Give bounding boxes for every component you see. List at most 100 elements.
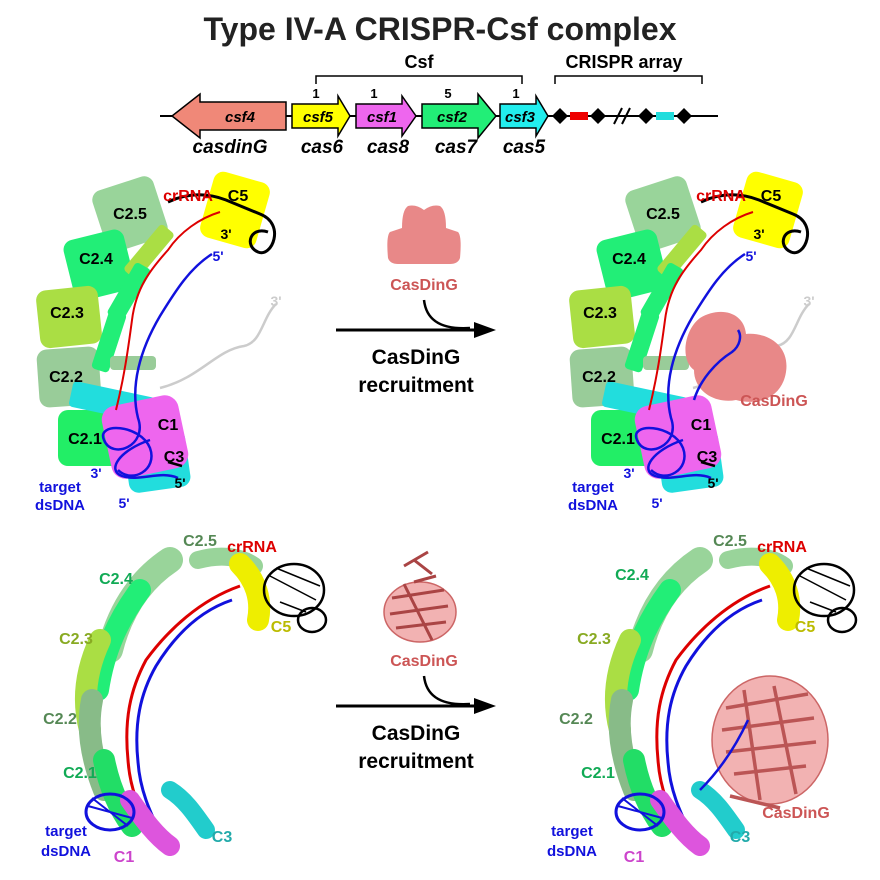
label-c21: C2.1 xyxy=(63,765,97,782)
label-dsdna: dsDNA xyxy=(41,843,91,860)
label-c23: C2.3 xyxy=(577,631,611,648)
cartoon-before: C2.5 C2.4 C2.3 C2.2 C2.1 C5 C1 C3 crRNA … xyxy=(33,167,282,514)
gene-alias: cas7 xyxy=(435,137,479,158)
label-crrna: crRNA xyxy=(757,539,807,556)
label-c3: C3 xyxy=(212,829,233,846)
casding-shape xyxy=(387,205,461,264)
label-c24: C2.4 xyxy=(79,251,113,268)
label-target: target xyxy=(572,479,614,496)
label-casdinG: CasDinG xyxy=(372,346,461,369)
label-dsdna: dsDNA xyxy=(547,843,597,860)
gene-arrow-csf5 xyxy=(291,93,351,139)
label-casdinG: CasDinG xyxy=(762,805,830,822)
gene-arrow-csf2 xyxy=(421,91,497,141)
gene-name: csf4 xyxy=(225,109,256,126)
label-three-prime: 3' xyxy=(270,293,281,309)
label-three-prime: 3' xyxy=(623,465,634,481)
gene-alias: cas6 xyxy=(301,137,344,158)
gene-alias: cas5 xyxy=(503,137,546,158)
label-c5: C5 xyxy=(228,188,249,205)
spacer-box xyxy=(570,112,588,120)
structure-after: C2.5 C2.4 C2.3 C2.2 C2.1 C5 C1 C3 crRNA … xyxy=(547,533,858,866)
label-c23: C2.3 xyxy=(583,305,617,322)
gene-name: csf1 xyxy=(367,109,397,126)
label-c3: C3 xyxy=(697,449,718,466)
gene-copies: 5 xyxy=(444,86,451,101)
label-target: target xyxy=(39,479,81,496)
label-c5: C5 xyxy=(271,619,292,636)
gene-name: csf5 xyxy=(303,109,334,126)
figure-title: Type IV-A CRISPR-Csf complex xyxy=(204,11,677,47)
label-c1: C1 xyxy=(624,849,645,866)
crispr-array xyxy=(552,107,692,125)
gene-alias: casdinG xyxy=(193,137,268,158)
repeat-diamond xyxy=(676,108,692,124)
label-c21: C2.1 xyxy=(68,431,102,448)
repeat-diamond xyxy=(590,108,606,124)
label-c1: C1 xyxy=(114,849,135,866)
label-casdinG: CasDinG xyxy=(372,722,461,745)
label-c22: C2.2 xyxy=(582,369,616,386)
recruitment-step-bottom: CasDinG CasDinG recruitment xyxy=(336,550,496,773)
label-c25: C2.5 xyxy=(183,533,217,550)
label-c1: C1 xyxy=(691,417,712,434)
label-dsdna: dsDNA xyxy=(35,497,85,514)
label-c23: C2.3 xyxy=(59,631,93,648)
label-dsdna: dsDNA xyxy=(568,497,618,514)
label-recruitment: recruitment xyxy=(358,374,474,397)
label-target: target xyxy=(45,823,87,840)
label-c22: C2.2 xyxy=(559,711,593,728)
label-five-prime: 5' xyxy=(174,475,185,491)
repeat-diamond xyxy=(638,108,654,124)
recruitment-step-top: CasDinG CasDinG recruitment xyxy=(336,205,496,397)
casding-structure xyxy=(383,550,457,643)
gene-alias: cas8 xyxy=(367,137,410,158)
crispr-array-label: CRISPR array xyxy=(565,52,682,72)
repeat-diamond xyxy=(552,108,568,124)
structure-before: C2.5 C2.4 C2.3 C2.2 C2.1 C5 C1 C3 crRNA … xyxy=(41,533,328,866)
gene-name: csf2 xyxy=(437,109,468,126)
label-c21: C2.1 xyxy=(601,431,635,448)
gene-copies: 1 xyxy=(312,86,319,101)
label-crrna: crRNA xyxy=(696,188,746,205)
label-three-prime: 3' xyxy=(803,293,814,309)
label-crrna: crRNA xyxy=(227,539,277,556)
gene-arrow-csf4 xyxy=(170,92,287,140)
label-five-prime: 5' xyxy=(707,475,718,491)
spacer-box xyxy=(656,112,674,120)
label-casdinG: CasDinG xyxy=(740,393,808,410)
cartoon-after: C2.5 C2.4 C2.3 C2.2 C2.1 C5 C1 C3 crRNA … xyxy=(566,167,815,514)
label-c5: C5 xyxy=(761,188,782,205)
label-crrna: crRNA xyxy=(163,188,213,205)
label-c21: C2.1 xyxy=(581,765,615,782)
label-c25: C2.5 xyxy=(713,533,747,550)
label-c24: C2.4 xyxy=(615,567,649,584)
label-recruitment: recruitment xyxy=(358,750,474,773)
label-c3: C3 xyxy=(164,449,185,466)
label-target: target xyxy=(551,823,593,840)
label-c24: C2.4 xyxy=(99,571,133,588)
casding-structure-bound xyxy=(711,675,829,810)
label-three-prime: 3' xyxy=(753,226,764,242)
label-c22: C2.2 xyxy=(49,369,83,386)
label-c25: C2.5 xyxy=(646,206,680,223)
operon-map: Csf CRISPR array csf4 csf5 csf1 csf2 csf… xyxy=(160,52,718,158)
gene-arrow-csf1 xyxy=(355,93,417,139)
break-mark xyxy=(613,107,631,125)
label-c22: C2.2 xyxy=(43,711,77,728)
label-three-prime: 3' xyxy=(90,465,101,481)
csf-group-label: Csf xyxy=(404,52,434,72)
label-casdinG: CasDinG xyxy=(390,277,458,294)
label-five-prime: 5' xyxy=(651,495,662,511)
label-c24: C2.4 xyxy=(612,251,646,268)
gene-arrow-csf3 xyxy=(499,93,549,139)
label-c23: C2.3 xyxy=(50,305,84,322)
gene-name: csf3 xyxy=(505,109,536,126)
casding-shape xyxy=(685,311,787,402)
gene-copies: 1 xyxy=(370,86,377,101)
label-three-prime: 3' xyxy=(220,226,231,242)
label-c5: C5 xyxy=(795,619,816,636)
label-five-prime: 5' xyxy=(745,248,756,264)
label-c3: C3 xyxy=(730,829,751,846)
